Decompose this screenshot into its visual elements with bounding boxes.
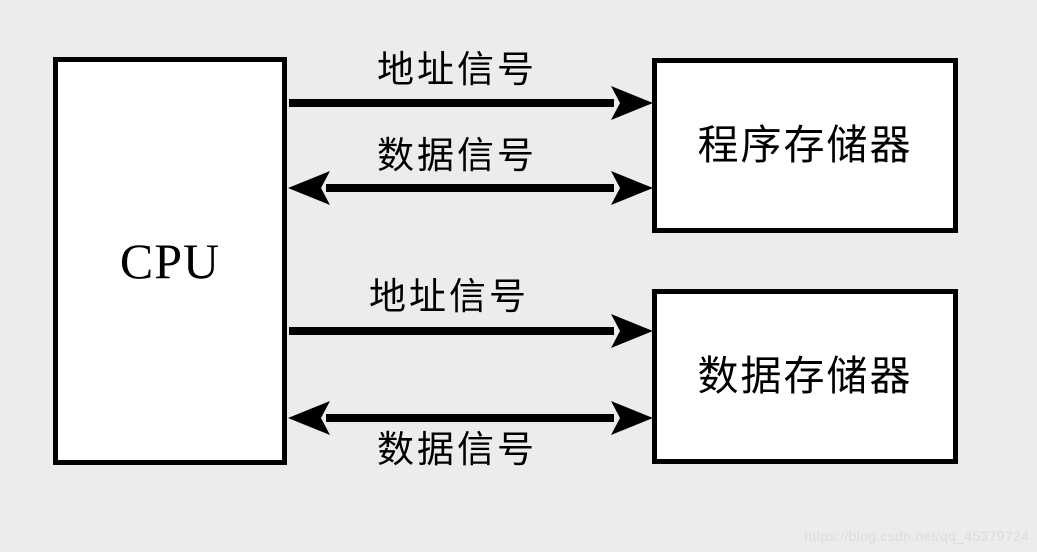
node-program-memory[interactable]: 程序存储器: [652, 58, 958, 233]
node-data-memory[interactable]: 数据存储器: [652, 289, 958, 464]
edge-address-signal-data: [289, 314, 653, 348]
edge-label-data-signal-program: 数据信号: [377, 136, 537, 177]
node-cpu-label: CPU: [119, 233, 221, 289]
edge-label-address-signal-program: 地址信号: [377, 50, 537, 91]
node-data-memory-label: 数据存储器: [697, 353, 913, 399]
watermark-text: https://blog.csdn.net/qq_45379724: [804, 528, 1029, 544]
edge-label-address-signal-data: 地址信号: [369, 277, 529, 318]
node-cpu[interactable]: CPU: [53, 57, 287, 465]
node-program-memory-label: 程序存储器: [697, 122, 913, 168]
edge-label-data-signal-data: 数据信号: [377, 430, 537, 471]
edge-address-signal-program: [289, 86, 653, 120]
